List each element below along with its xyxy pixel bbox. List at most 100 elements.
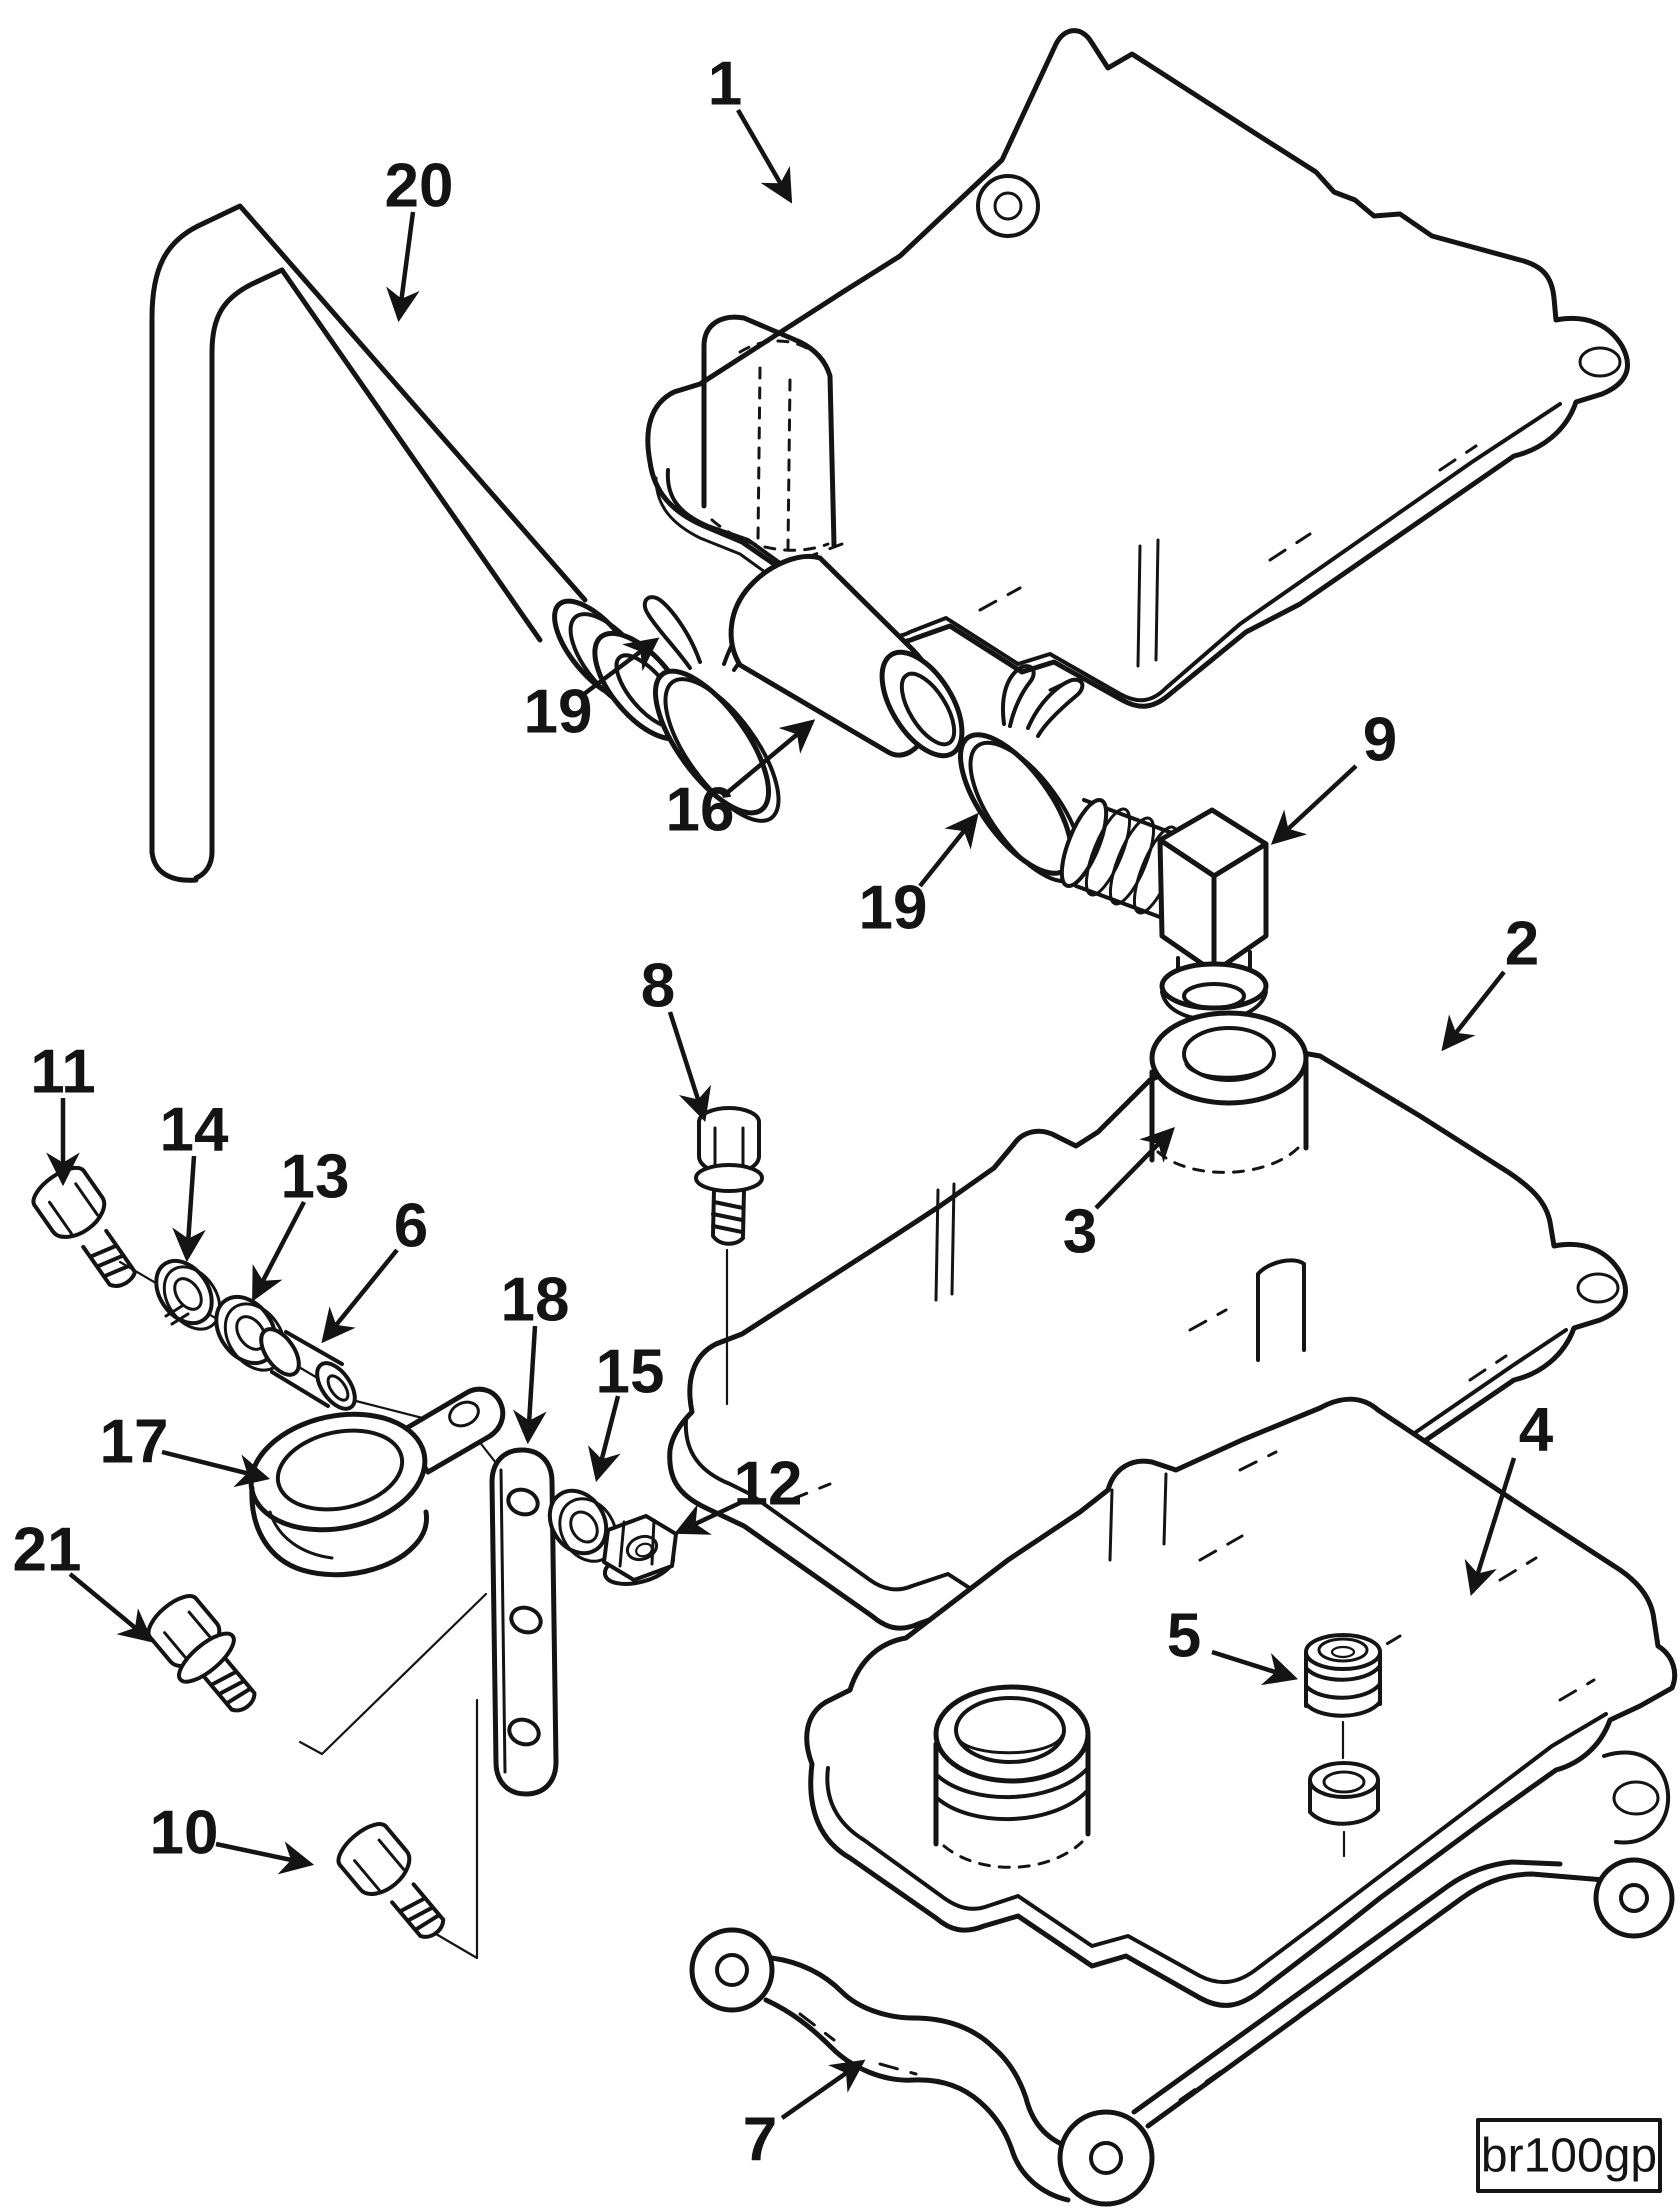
plug-5-top-inner (1317, 1637, 1369, 1663)
cover-1-front-panel-lines (1136, 538, 1160, 668)
callout-label-7: 7 (743, 2106, 777, 2175)
nut-12-hole (625, 1534, 659, 1562)
tube-20-outer-line (149, 203, 588, 855)
cover-1-pipe-boss (701, 314, 837, 548)
clamp-17-tab-hole (448, 1400, 480, 1428)
gasket-7-left-ear (689, 1927, 775, 2013)
bolt-10-leader-line (434, 1698, 479, 1960)
bolt-11 (31, 1165, 137, 1288)
callout-label-19: 19 (524, 678, 593, 747)
callout-label-9: 9 (1363, 706, 1397, 775)
nut-12 (602, 1514, 678, 1586)
callout-label-12: 12 (734, 1450, 803, 1519)
elbow-fitting-9 (1059, 797, 1269, 1022)
cover-1-boss-top-dashed (738, 339, 818, 356)
cover-1-ear-hole (993, 191, 1023, 221)
washer-14-split-marks (164, 1304, 190, 1326)
cover-2-right-ear-hole (1576, 1272, 1620, 1304)
callout-arrow-17 (161, 1449, 271, 1488)
gasket-7-outer-edge (763, 1997, 1071, 2203)
callout-label-16: 16 (666, 776, 735, 845)
gasket-7-right-outer-edge (1145, 1871, 1607, 2129)
valve-cover-1 (645, 28, 1630, 709)
bolt-11-head-facets (48, 1182, 100, 1235)
callout-label-2: 2 (1505, 910, 1539, 979)
cover-4-outline (804, 1396, 1678, 2008)
callout-label-15: 15 (596, 1338, 665, 1407)
figure-code-box: br100gp (1476, 2118, 1662, 2193)
plug-5 (1304, 1633, 1382, 1858)
bolt-10-shank (390, 1882, 446, 1939)
clamp-17-ring (248, 1411, 428, 1533)
callout-label-13: 13 (281, 1143, 350, 1212)
clamp-19b-wire-tails (1001, 664, 1085, 738)
callout-label-1: 1 (708, 50, 742, 119)
elbow-9-inlet-rib-1 (1084, 807, 1132, 897)
cover-4-right-ear-hole (1612, 1780, 1660, 1816)
bracket-hardware (31, 1165, 678, 1960)
cover-4-right-ear (1602, 1750, 1671, 1845)
breather-opening-3 (1149, 1010, 1309, 1174)
callout-label-17: 17 (100, 1408, 169, 1477)
callout-arrow-4 (1464, 1457, 1517, 1597)
figure-code-border (1476, 2118, 1662, 2193)
strap-18-thickness-line (499, 1468, 507, 1774)
callout-arrow-21 (68, 1572, 154, 1643)
callout-arrow-8 (667, 1011, 712, 1123)
bolt-10-head-sides (338, 1824, 412, 1896)
bolt-21-shank (201, 1655, 257, 1713)
callout-arrow-19 (582, 637, 660, 696)
gasket-7-left-ear-hole (715, 1953, 749, 1987)
tube-20-bottom-end (149, 849, 215, 883)
hose-16-end-hole (899, 671, 957, 747)
tower-3-hole-depth (1184, 1060, 1274, 1079)
callout-arrow-16 (726, 719, 816, 794)
nut-12-facets (618, 1518, 656, 1568)
bolt-8-shank (711, 1188, 746, 1246)
lock-washer-14 (154, 1258, 222, 1331)
clamp-19a-ring (652, 668, 772, 816)
cover-2-edge-tab (1256, 1258, 1306, 1362)
cover-1-flange-lip-line (654, 476, 864, 644)
bolt-21-leader-line (298, 1592, 488, 1756)
clamp-17-band-bottom (249, 1485, 429, 1578)
breather-hose-16 (728, 553, 965, 759)
callout-label-3: 3 (1063, 1198, 1097, 1267)
callout-label-6: 6 (394, 1192, 428, 1261)
seal-ring-sides (1308, 1778, 1380, 1826)
nut-12-hole-inner (635, 1542, 653, 1558)
tube-20-inner-line (209, 267, 543, 855)
spacer-6-right-end (315, 1361, 357, 1411)
bolt-11-shank (81, 1228, 137, 1288)
clamp-17-ring-inner (275, 1428, 405, 1512)
gasket-7-inner-edge (769, 1955, 1069, 2149)
callout-arrow-2 (1441, 970, 1506, 1052)
callout-label-19: 19 (859, 874, 928, 943)
neck-sides (933, 1733, 1091, 1847)
callout-arrow-13 (252, 1200, 306, 1302)
cover-2-left-corner-echo (667, 1444, 702, 1506)
cover-1-right-ear-hole (1578, 346, 1622, 378)
callout-arrow-1 (736, 108, 793, 204)
cover-2-outline (667, 1039, 1628, 1696)
callout-label-14: 14 (160, 1096, 229, 1165)
neck-opening-depth (956, 1734, 1064, 1755)
elbow-9-outlet-hole (1182, 982, 1246, 1010)
elbow-9-inlet-rib-2 (1108, 816, 1156, 906)
callout-label-8: 8 (641, 952, 675, 1021)
strap-18-hole-middle (509, 1605, 543, 1635)
plug-5-top-hole (1330, 1645, 1356, 1659)
neck-opening (954, 1696, 1066, 1764)
spacer-6-left-end (259, 1327, 301, 1377)
callout-label-4: 4 (1519, 1396, 1554, 1465)
valve-cover-4 (804, 1396, 1678, 2008)
spacer-6 (259, 1327, 357, 1411)
callout-arrow-20 (386, 211, 420, 323)
callout-arrow-10 (215, 1841, 315, 1875)
bolt-10-head-facets (353, 1838, 406, 1892)
cover-4-ear-bump-lines (1108, 1472, 1168, 1562)
figure-code-text: br100gp (1481, 2130, 1657, 2183)
vent-bolt-8 (694, 1106, 764, 1406)
